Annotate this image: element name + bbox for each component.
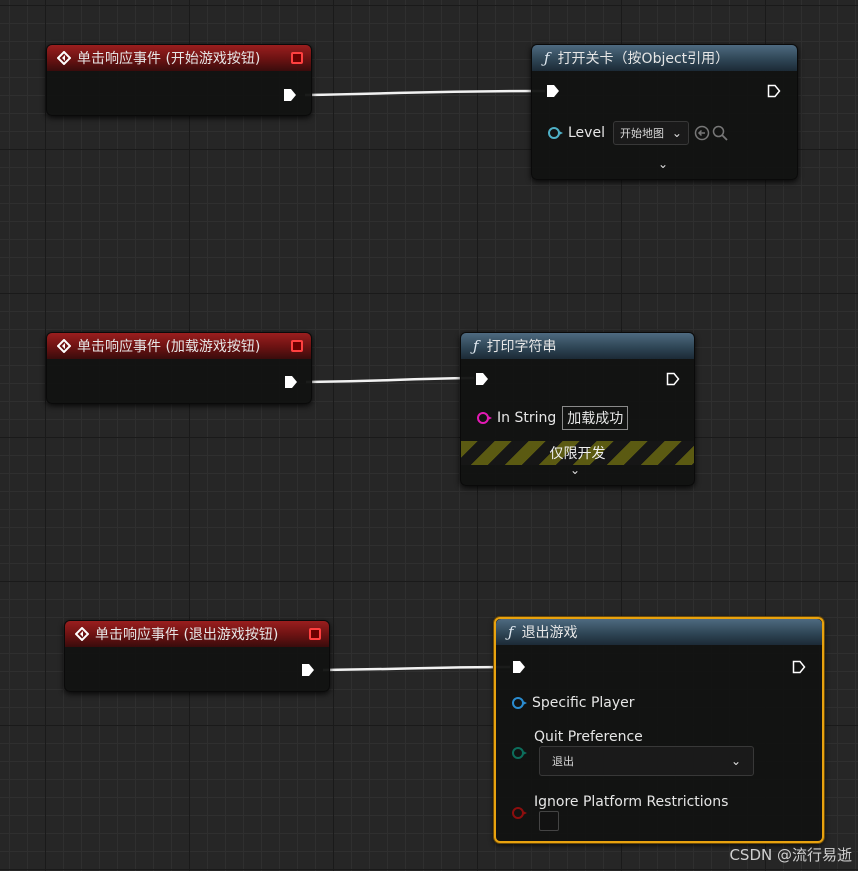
event-title: 单击响应事件 (退出游戏按钮) xyxy=(95,627,279,643)
ignore-platform-restrictions-label: Ignore Platform Restrictions xyxy=(534,794,729,810)
exec-wire-start[interactable] xyxy=(304,89,546,97)
ignore-platform-restrictions-checkbox[interactable] xyxy=(539,811,559,831)
development-only-label: 仅限开发 xyxy=(549,446,606,462)
level-label: Level xyxy=(568,125,605,141)
close-icon[interactable] xyxy=(309,628,321,640)
chevron-down-icon: ⌄ xyxy=(671,126,682,140)
event-node-quit-button[interactable]: 单击响应事件 (退出游戏按钮) xyxy=(64,620,330,692)
quit-preference-label: Quit Preference xyxy=(534,729,643,745)
specific-player-pin-row: Specific Player xyxy=(512,695,635,711)
event-icon xyxy=(57,339,71,353)
function-title: 退出游戏 xyxy=(521,625,578,641)
exec-wire-quit[interactable] xyxy=(322,665,511,672)
event-node-header[interactable]: 单击响应事件 (开始游戏按钮) xyxy=(47,45,311,71)
function-node-open-level[interactable]: ƒ 打开关卡（按Object引用） Level 开始地图 ⌄ ⌄ xyxy=(531,44,798,180)
event-node-header[interactable]: 单击响应事件 (退出游戏按钮) xyxy=(65,621,329,647)
function-node-header[interactable]: ƒ 退出游戏 xyxy=(496,619,822,645)
exec-pin-icon[interactable] xyxy=(546,84,560,98)
exec-pin-icon[interactable] xyxy=(301,663,315,677)
event-node-header[interactable]: 单击响应事件 (加载游戏按钮) xyxy=(47,333,311,359)
exec-wire-load[interactable] xyxy=(305,376,475,384)
string-pin-icon[interactable] xyxy=(477,412,492,424)
bool-pin-icon[interactable] xyxy=(512,807,527,819)
event-title: 单击响应事件 (开始游戏按钮) xyxy=(77,51,261,67)
event-title: 单击响应事件 (加载游戏按钮) xyxy=(77,339,261,355)
close-icon[interactable] xyxy=(291,52,303,64)
search-icon[interactable] xyxy=(712,125,728,141)
exec-pin-icon[interactable] xyxy=(512,660,526,674)
specific-player-label: Specific Player xyxy=(532,695,635,711)
level-select-value: 开始地图 xyxy=(619,127,664,140)
function-node-header[interactable]: ƒ 打开关卡（按Object引用） xyxy=(532,45,797,71)
function-icon: ƒ xyxy=(544,49,550,67)
level-pin-row: Level 开始地图 ⌄ xyxy=(548,121,728,145)
in-string-input[interactable]: 加载成功 xyxy=(562,406,629,430)
event-icon xyxy=(57,51,71,65)
browse-icon[interactable] xyxy=(694,125,710,141)
development-only-banner: 仅限开发 xyxy=(461,441,694,465)
event-node-load-button[interactable]: 单击响应事件 (加载游戏按钮) xyxy=(46,332,312,404)
exec-out-pin-icon[interactable] xyxy=(792,660,806,674)
exec-pin-icon[interactable] xyxy=(475,372,489,386)
function-icon: ƒ xyxy=(473,337,479,355)
exec-pin-icon[interactable] xyxy=(283,88,297,102)
expand-chevron-down-icon[interactable]: ⌄ xyxy=(658,157,669,171)
in-string-pin-row: In String 加载成功 xyxy=(477,406,629,430)
function-icon: ƒ xyxy=(508,623,514,641)
event-icon xyxy=(75,627,89,641)
level-select[interactable]: 开始地图 ⌄ xyxy=(612,121,689,145)
quit-preference-value: 退出 xyxy=(552,755,574,768)
function-node-quit-game[interactable]: ƒ 退出游戏 Specific Player Quit Preference 退… xyxy=(494,617,824,843)
exec-out-pin-icon[interactable] xyxy=(767,84,781,98)
close-icon[interactable] xyxy=(291,340,303,352)
function-node-print-string[interactable]: ƒ 打印字符串 In String 加载成功 仅限开发 ⌄ xyxy=(460,332,695,486)
function-title: 打印字符串 xyxy=(486,339,557,355)
event-node-start-button[interactable]: 单击响应事件 (开始游戏按钮) xyxy=(46,44,312,116)
chevron-down-icon: ⌄ xyxy=(730,754,741,768)
function-node-header[interactable]: ƒ 打印字符串 xyxy=(461,333,694,359)
player-pin-icon[interactable] xyxy=(512,697,527,709)
expand-chevron-down-icon[interactable]: ⌄ xyxy=(570,463,581,477)
enum-pin-icon[interactable] xyxy=(512,747,527,759)
function-title: 打开关卡（按Object引用） xyxy=(557,51,730,67)
object-pin-icon[interactable] xyxy=(548,127,563,139)
exec-out-pin-icon[interactable] xyxy=(666,372,680,386)
quit-preference-select[interactable]: 退出 ⌄ xyxy=(539,746,754,776)
watermark: CSDN @流行易逝 xyxy=(729,846,852,864)
in-string-label: In String xyxy=(497,410,557,426)
exec-pin-icon[interactable] xyxy=(284,375,298,389)
